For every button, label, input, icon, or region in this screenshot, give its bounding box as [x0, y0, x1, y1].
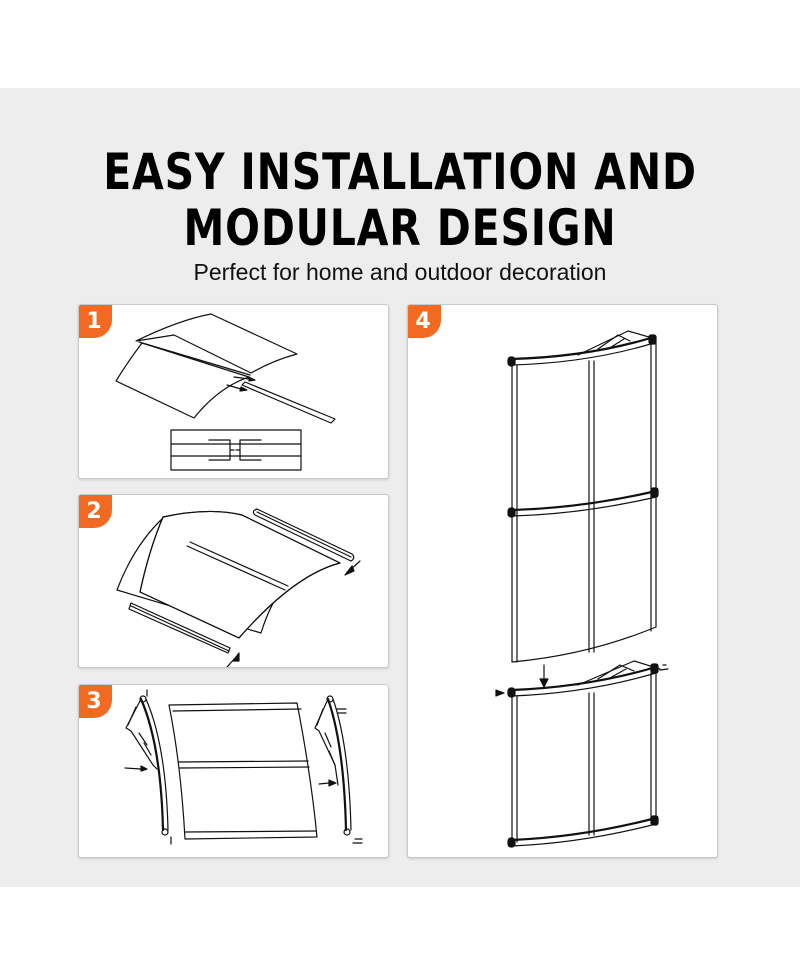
step-badge-4: 4	[408, 305, 441, 338]
bracket-attach-illustration-icon	[124, 689, 363, 845]
panel-joining-illustration-icon	[115, 313, 336, 471]
edge-strip-illustration-icon	[116, 508, 361, 667]
step-panel-1: 1	[78, 304, 389, 479]
step-badge-3: 3	[79, 685, 112, 718]
step-badge-2: 2	[79, 495, 112, 528]
page-subtitle: Perfect for home and outdoor decoration	[193, 259, 607, 285]
step-panel-3: 3	[78, 684, 389, 858]
step-badge-1: 1	[79, 305, 112, 338]
step-panel-2: 2	[78, 494, 389, 668]
page-title-line-1: EASY INSTALLATION AND	[103, 143, 697, 201]
step-panel-4: 4	[407, 304, 718, 858]
page-title-line-2: MODULAR DESIGN	[183, 199, 617, 257]
modular-stacking-illustration-icon	[495, 330, 669, 848]
